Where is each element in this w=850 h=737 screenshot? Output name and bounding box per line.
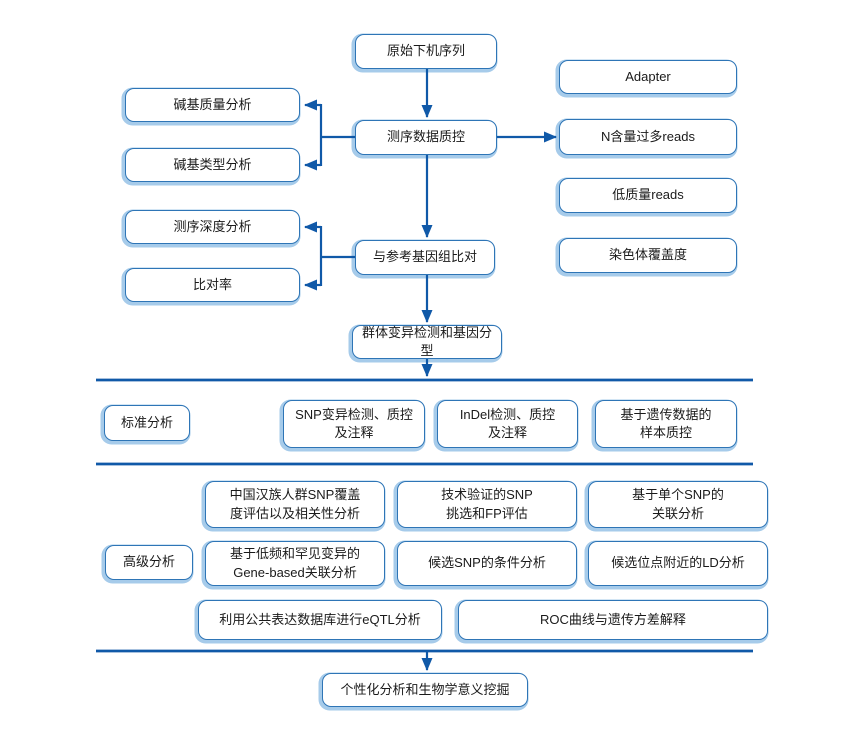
node-indel-detection: InDel检测、质控 及注释 (437, 400, 578, 448)
node-ld-analysis: 候选位点附近的LD分析 (588, 541, 768, 586)
node-gene-based-assoc: 基于低频和罕见变异的 Gene-based关联分析 (205, 541, 385, 586)
node-raw-sequence: 原始下机序列 (355, 34, 497, 69)
node-genetic-sample-qc: 基于遗传数据的 样本质控 (595, 400, 737, 448)
node-low-quality-reads: 低质量reads (559, 178, 737, 213)
node-n-reads: N含量过多reads (559, 119, 737, 155)
node-eqtl-analysis: 利用公共表达数据库进行eQTL分析 (198, 600, 442, 640)
section-label-advanced: 高级分析 (105, 545, 193, 580)
node-data-qc: 测序数据质控 (355, 120, 497, 155)
node-han-snp-coverage: 中国汉族人群SNP覆盖 度评估以及相关性分析 (205, 481, 385, 528)
node-adapter: Adapter (559, 60, 737, 94)
node-variant-detection: 群体变异检测和基因分型 (352, 325, 502, 359)
node-snp-detection: SNP变异检测、质控 及注释 (283, 400, 425, 448)
section-label-standard: 标准分析 (104, 405, 190, 441)
node-personalized: 个性化分析和生物学意义挖掘 (322, 673, 528, 707)
node-base-type: 碱基类型分析 (125, 148, 300, 182)
node-single-snp-assoc: 基于单个SNP的 关联分析 (588, 481, 768, 528)
node-base-quality: 碱基质量分析 (125, 88, 300, 122)
node-chromosome-coverage: 染色体覆盖度 (559, 238, 737, 273)
node-conditional-analysis: 候选SNP的条件分析 (397, 541, 577, 586)
node-tech-validation: 技术验证的SNP 挑选和FP评估 (397, 481, 577, 528)
node-mapping-rate: 比对率 (125, 268, 300, 302)
node-roc-analysis: ROC曲线与遗传方差解释 (458, 600, 768, 640)
node-align-reference: 与参考基因组比对 (355, 240, 495, 275)
node-depth-analysis: 测序深度分析 (125, 210, 300, 244)
